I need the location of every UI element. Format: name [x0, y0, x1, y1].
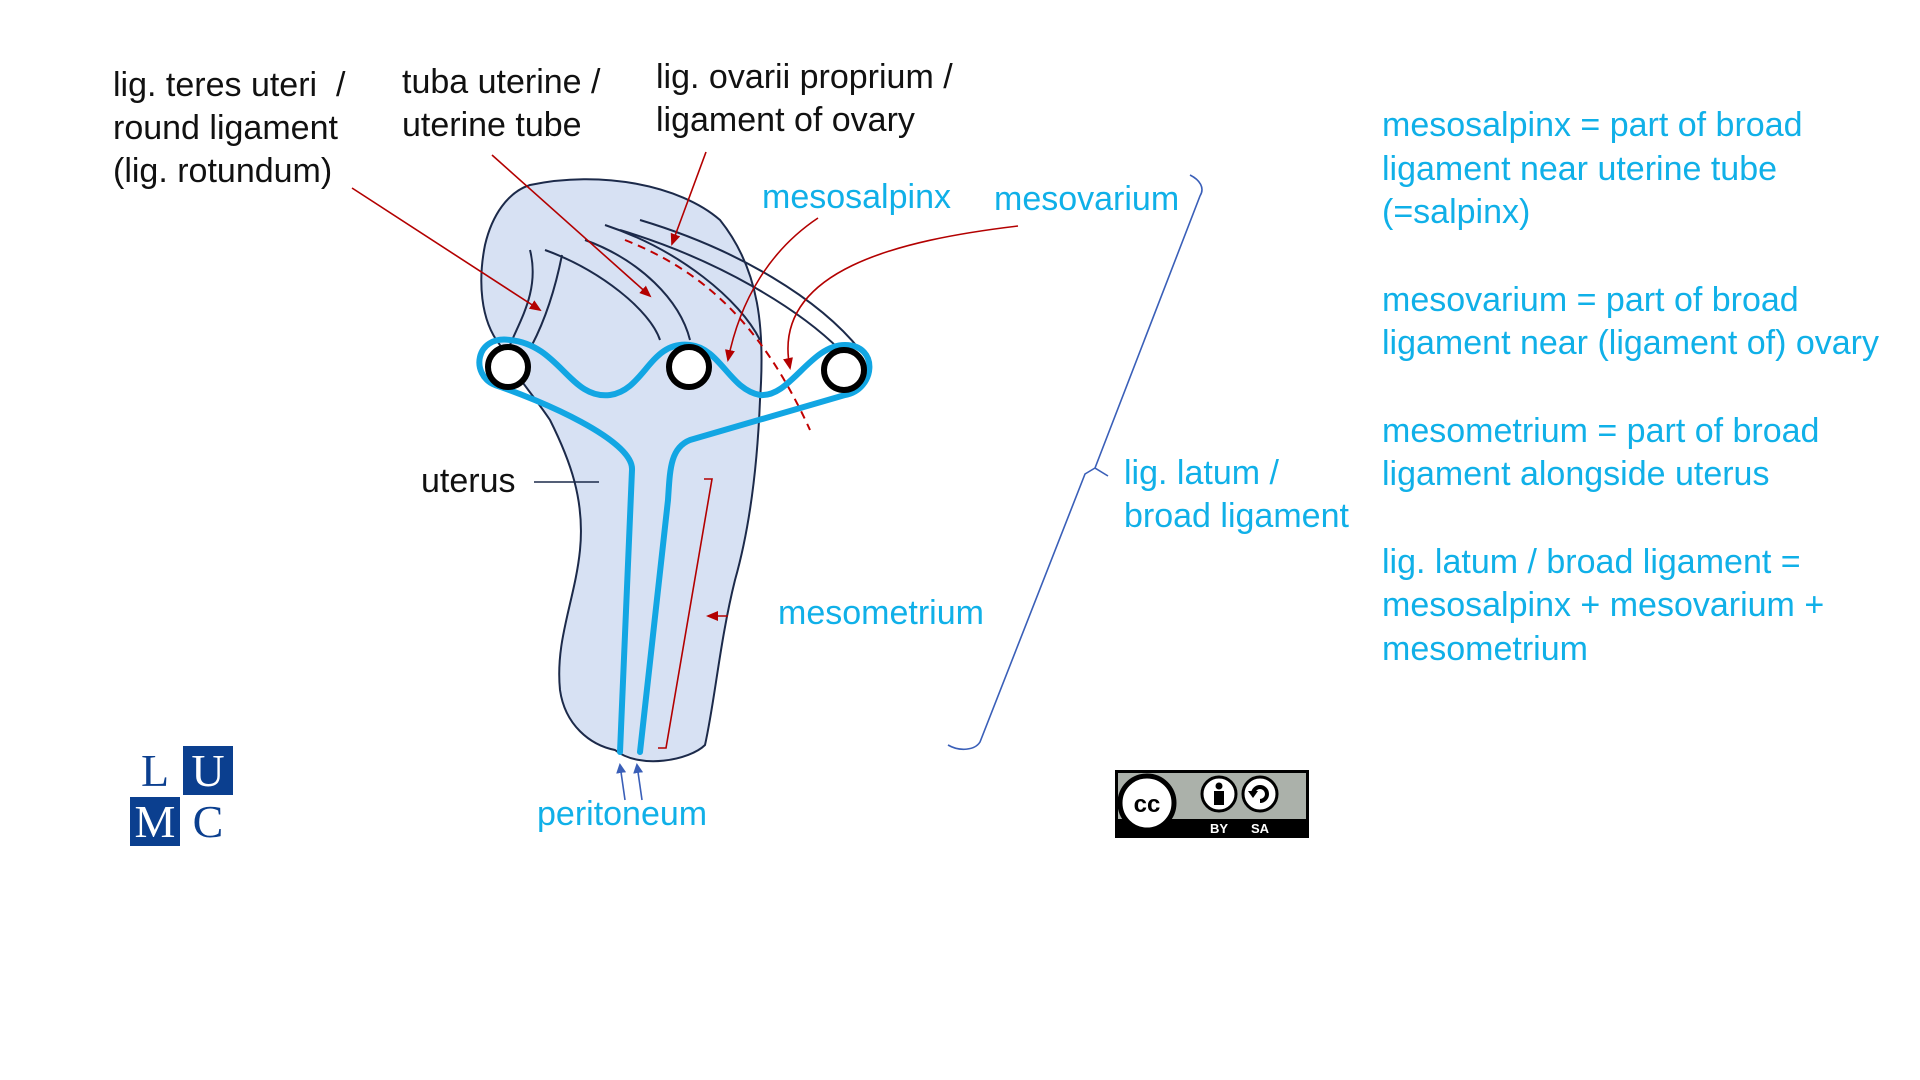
mesosalpinx-label: mesosalpinx: [762, 178, 951, 216]
cc-text: cc: [1134, 791, 1161, 818]
uterine-tube-circle: [666, 344, 712, 390]
peritoneum-arrows: [616, 763, 644, 801]
note-mesometrium: mesometrium = part of broad ligament alo…: [1382, 411, 1820, 494]
uterus-label: uterus: [421, 462, 516, 500]
by-text: BY: [1210, 821, 1228, 836]
round-ligament-arrow: [351, 187, 542, 312]
mesovarium-arrow: [783, 225, 1019, 370]
mesovarium-label: mesovarium: [994, 180, 1180, 218]
ovary-ligament-dashed: [624, 239, 811, 431]
note-mesovarium: mesovarium = part of broad ligament near…: [1382, 280, 1880, 363]
cc-by-sa-icon: cc BY SA: [1115, 770, 1309, 838]
uterine-tube-label: tuba uterine / uterine tube: [402, 63, 601, 144]
note-mesosalpinx: mesosalpinx = part of broad ligament nea…: [1382, 106, 1803, 231]
mesosalpinx-arrow: [725, 217, 819, 362]
peritoneum-lines: [476, 336, 873, 755]
ovary-ligament-arrow: [670, 151, 707, 246]
lumc-logo: L U M C: [130, 746, 233, 846]
sa-icon: [1241, 775, 1279, 813]
logo-cell-c: C: [183, 797, 233, 846]
sa-text: SA: [1251, 821, 1270, 836]
note-broad-ligament: lig. latum / broad ligament = mesosalpin…: [1382, 542, 1825, 668]
ligament-lines: [509, 219, 861, 351]
ovary-ligament-circle: [821, 347, 867, 393]
definition-notes: mesosalpinx = part of broad ligament nea…: [1382, 104, 1902, 715]
annotation-arrows: [351, 151, 1019, 749]
uterine-tube-arrow: [491, 154, 652, 298]
peritoneum-label: peritoneum: [537, 795, 708, 833]
round-ligament-circle: [485, 344, 531, 390]
uterus-shape: [480, 178, 763, 763]
mesometrium-bracket: [658, 478, 713, 749]
ovary-ligament-label: lig. ovarii proprium / ligament of ovary: [656, 58, 953, 139]
cross-section-circles: [485, 344, 867, 393]
broad-ligament-brace: [947, 174, 1203, 751]
logo-cell-u: U: [183, 746, 233, 795]
logo-cell-m: M: [130, 797, 180, 846]
round-ligament-label: lig. teres uteri / round ligament (lig. …: [113, 66, 346, 190]
broad-ligament-label: lig. latum / broad ligament: [1124, 454, 1349, 535]
logo-cell-l: L: [130, 746, 180, 795]
mesometrium-label: mesometrium: [778, 594, 984, 632]
